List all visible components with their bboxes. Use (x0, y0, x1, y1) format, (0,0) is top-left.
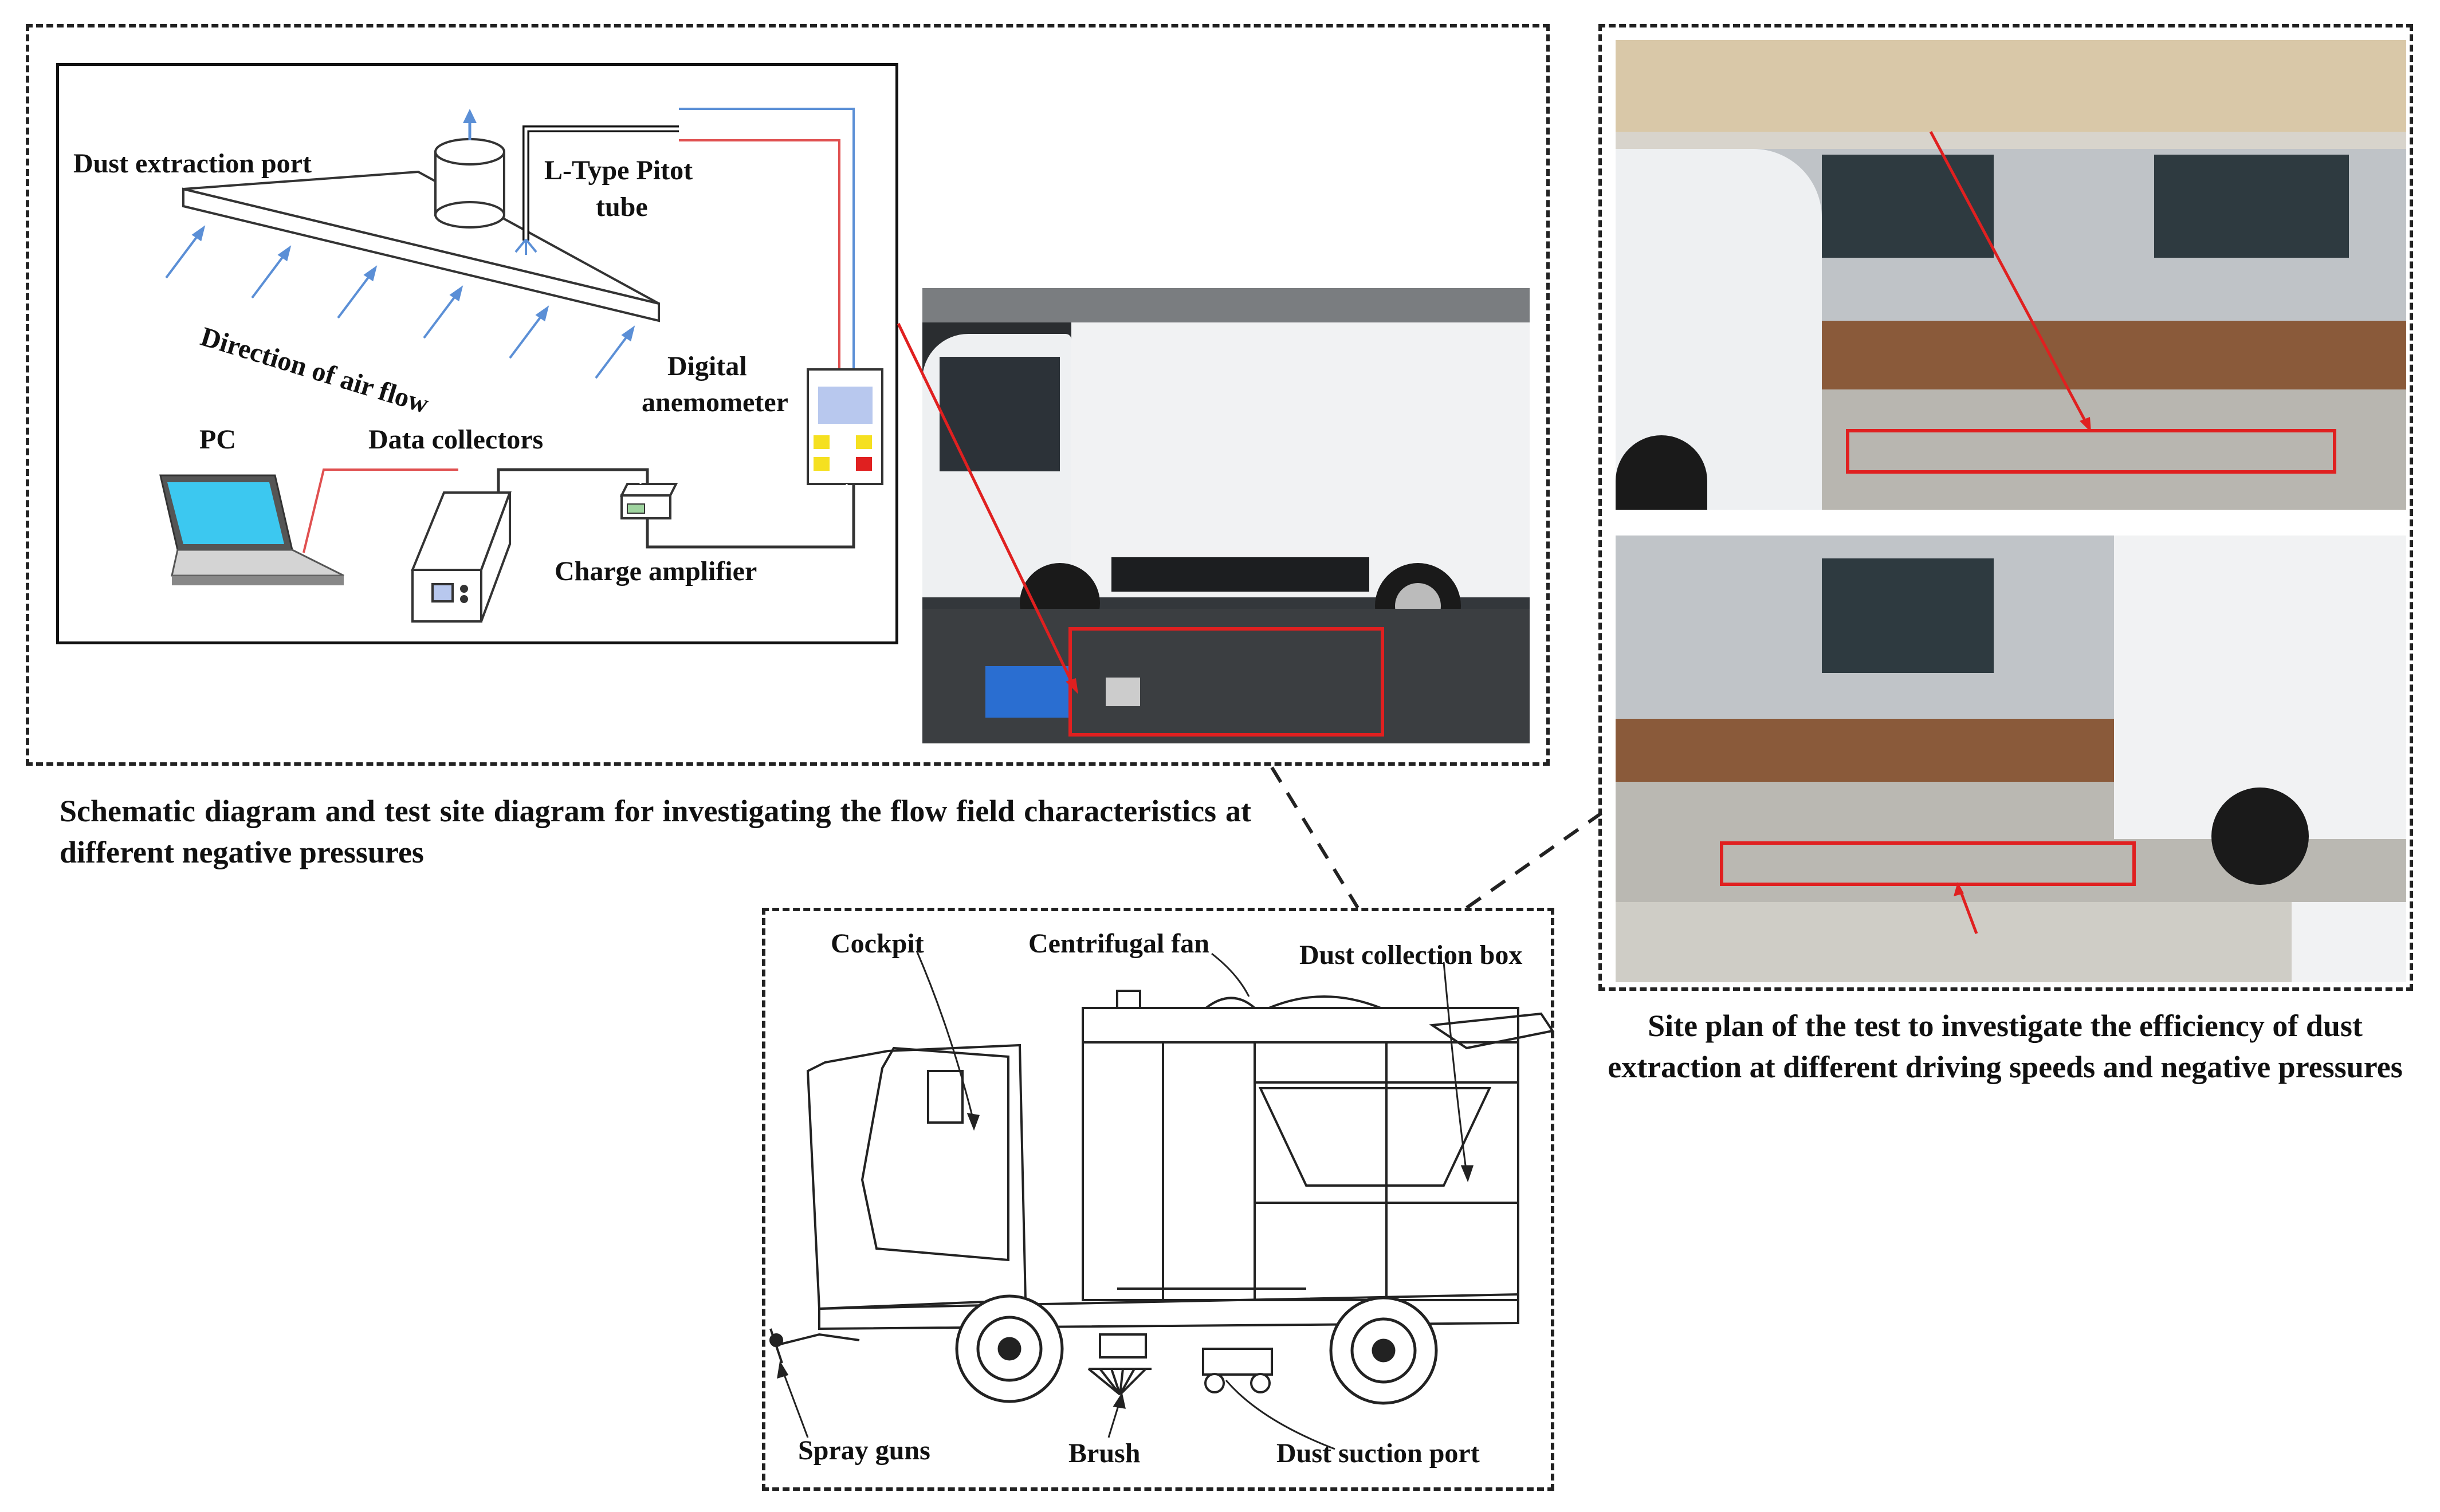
schematic-diagram (56, 63, 898, 644)
anemometer-label-line2: anemometer (642, 387, 788, 418)
site-photo-panel-frame (1598, 24, 2413, 991)
spray-guns-label: Spray guns (798, 1435, 930, 1466)
suction-port-drawing (1202, 1348, 1273, 1393)
site-photo-bottom (1616, 536, 2406, 982)
laptop-pc (159, 474, 344, 585)
spray-guns-drawing (769, 1328, 860, 1364)
centrifugal-fan-label: Centrifugal fan (1028, 928, 1209, 959)
digital-anemometer-device (807, 368, 883, 485)
caption-left: Schematic diagram and test site diagram … (60, 794, 1251, 869)
data-collectors-label: Data collectors (368, 424, 544, 455)
dust-suction-port-label: Dust suction port (1276, 1438, 1480, 1468)
anemometer-label-line1: Digital (667, 351, 747, 381)
dust-collection-box-label: Dust collection box (1299, 940, 1523, 970)
sweeper-truck-photo (922, 322, 1530, 649)
air-flow-arrows (165, 225, 635, 379)
dust-extraction-cylinder (434, 138, 505, 229)
pitot-tube-label-line1: L-Type Pitot (544, 155, 693, 186)
brush-label: Brush (1068, 1438, 1141, 1468)
charge-amplifier-device (619, 483, 678, 519)
site-photo-top (1616, 40, 2406, 510)
vehicle-drawing-panel-frame (762, 908, 1554, 1491)
vehicle-wheels (955, 1294, 1438, 1405)
pc-label: PC (199, 424, 236, 455)
pitot-tube-label-line2: tube (596, 192, 648, 222)
charge-amplifier-label: Charge amplifier (555, 556, 757, 586)
dust-extraction-port-label: Dust extraction port (73, 148, 312, 179)
schematic-panel-frame (26, 24, 1550, 766)
data-collector-device (411, 491, 512, 623)
suction-hood (182, 170, 660, 322)
test-site-photo (922, 288, 1530, 743)
brush-drawing (1087, 1333, 1152, 1396)
cockpit-label: Cockpit (831, 928, 924, 959)
caption-right: Site plan of the test to investigate the… (1608, 1009, 2403, 1084)
